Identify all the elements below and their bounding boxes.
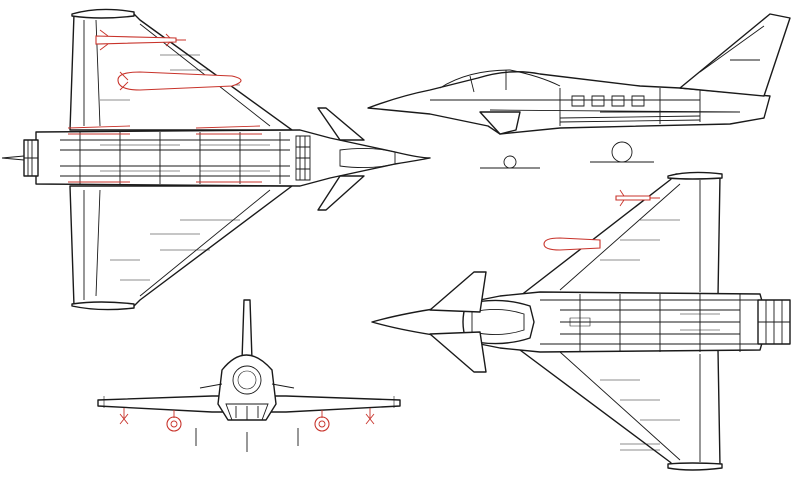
top-view-drop-tank <box>117 71 242 91</box>
front-view-intake <box>225 403 269 421</box>
bottom-view-panels <box>540 294 760 352</box>
top-view-lower-canard <box>317 175 365 211</box>
side-view-fuselage <box>367 71 771 135</box>
top-view-fuselage <box>35 129 431 187</box>
top-view-canopy <box>339 147 396 169</box>
front-view-stores <box>119 408 375 432</box>
top-view-fuselage-stores <box>67 125 262 183</box>
front-view-tail-fin <box>241 299 253 361</box>
side-view-aircraft <box>367 13 791 169</box>
bottom-view-lower-wingtip-pod <box>667 462 723 471</box>
front-view-nose <box>232 365 262 395</box>
side-view-intake <box>479 111 521 135</box>
bottom-view-missile <box>615 195 651 201</box>
top-view-upper-wingtip-pod <box>71 8 135 19</box>
front-view-aircraft <box>97 299 401 452</box>
bottom-view-upper-wingtip-pod <box>667 171 723 180</box>
side-view-panels <box>571 95 645 107</box>
side-view-tail-fin <box>679 13 791 97</box>
bottom-view-drop-tank <box>543 237 601 251</box>
top-view-lower-wing <box>69 185 293 307</box>
top-view-aircraft <box>1 8 431 311</box>
side-view-nose-wheel <box>503 155 517 169</box>
top-view-fuselage-panels <box>60 132 290 184</box>
top-view-missile-1 <box>95 35 177 45</box>
bottom-view-upper-canard <box>429 271 487 313</box>
top-view-upper-canard <box>317 107 365 141</box>
bottom-view-aircraft <box>371 171 791 471</box>
top-view-intake-grid <box>295 135 311 181</box>
side-view-main-wheel <box>611 141 633 163</box>
bottom-view-lower-canard <box>429 331 487 373</box>
bottom-view-upper-wing <box>519 173 721 297</box>
side-view-canopy <box>439 69 561 89</box>
top-view-lower-wingtip-pod <box>71 301 135 311</box>
top-view-upper-wing <box>69 13 293 131</box>
